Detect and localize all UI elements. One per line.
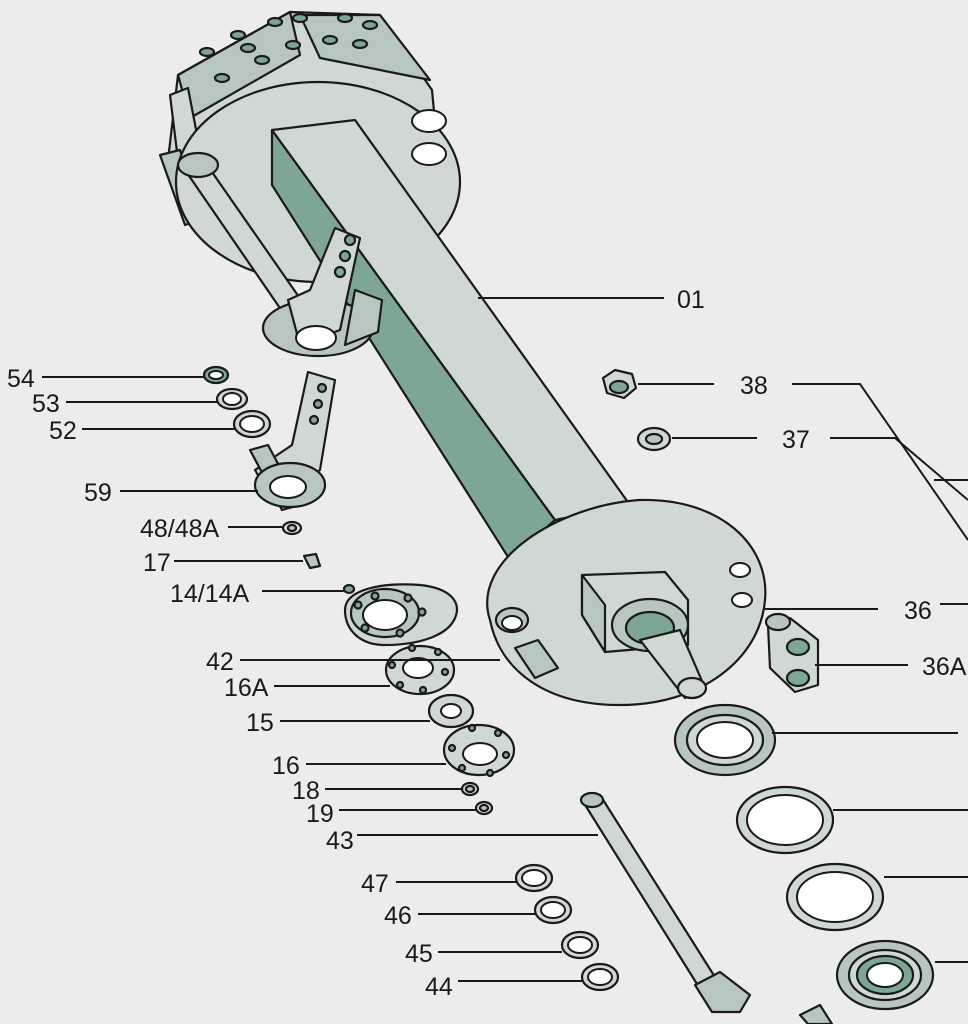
plate-14a (343, 583, 458, 647)
upper-slack-adjuster (261, 226, 384, 358)
label-59: 59 (84, 479, 112, 507)
hub-seal (673, 703, 777, 777)
ring-53 (215, 387, 249, 411)
bolt-stub-bottom (798, 1003, 834, 1024)
nut-38 (601, 368, 638, 400)
o-ring-54 (202, 365, 230, 385)
grease-nipple-14 (342, 583, 356, 595)
ring-upper (735, 785, 835, 855)
label-18: 18 (292, 777, 320, 805)
long-bolt-43 (579, 791, 752, 1014)
label-15: 15 (246, 709, 274, 737)
ring-lower (785, 862, 885, 932)
label-17: 17 (143, 549, 171, 577)
ring-52 (232, 409, 272, 439)
label-45: 45 (405, 940, 433, 968)
label-16a: 16A (224, 674, 269, 702)
label-42: 42 (206, 648, 234, 676)
screw-17 (302, 552, 322, 570)
ring-47 (514, 863, 554, 893)
ring-46 (533, 895, 573, 925)
flange-42 (384, 643, 456, 696)
bracket-36a (764, 612, 820, 694)
label-53: 53 (32, 390, 60, 418)
ring-19 (474, 800, 494, 816)
label-54: 54 (7, 365, 35, 393)
ring-18 (460, 781, 480, 797)
leader-lines (42, 297, 968, 982)
label-47: 47 (361, 870, 389, 898)
ring-45 (560, 930, 600, 960)
label-38: 38 (740, 372, 768, 400)
label-36: 36 (904, 597, 932, 625)
label-48-48a: 48/48A (140, 515, 220, 543)
slack-adjuster-59 (248, 370, 337, 512)
bearing (835, 939, 935, 1011)
label-14-14a: 14/14A (170, 580, 250, 608)
label-16: 16 (272, 752, 300, 780)
washer-48 (281, 520, 303, 536)
label-19: 19 (306, 800, 334, 828)
right-hub-flange (486, 498, 767, 707)
part-labels: 01 38 37 36 36A 54 53 52 59 48/48A 17 14… (7, 286, 967, 1001)
washer-37-hole (644, 432, 664, 446)
label-01: 01 (677, 286, 705, 314)
label-36a: 36A (922, 653, 967, 681)
label-52: 52 (49, 417, 77, 445)
ring-44 (580, 962, 620, 992)
label-43: 43 (326, 827, 354, 855)
label-37: 37 (782, 426, 810, 454)
label-44: 44 (425, 973, 453, 1001)
label-46: 46 (384, 902, 412, 930)
washer-15 (427, 693, 475, 729)
flange-16 (442, 723, 516, 778)
